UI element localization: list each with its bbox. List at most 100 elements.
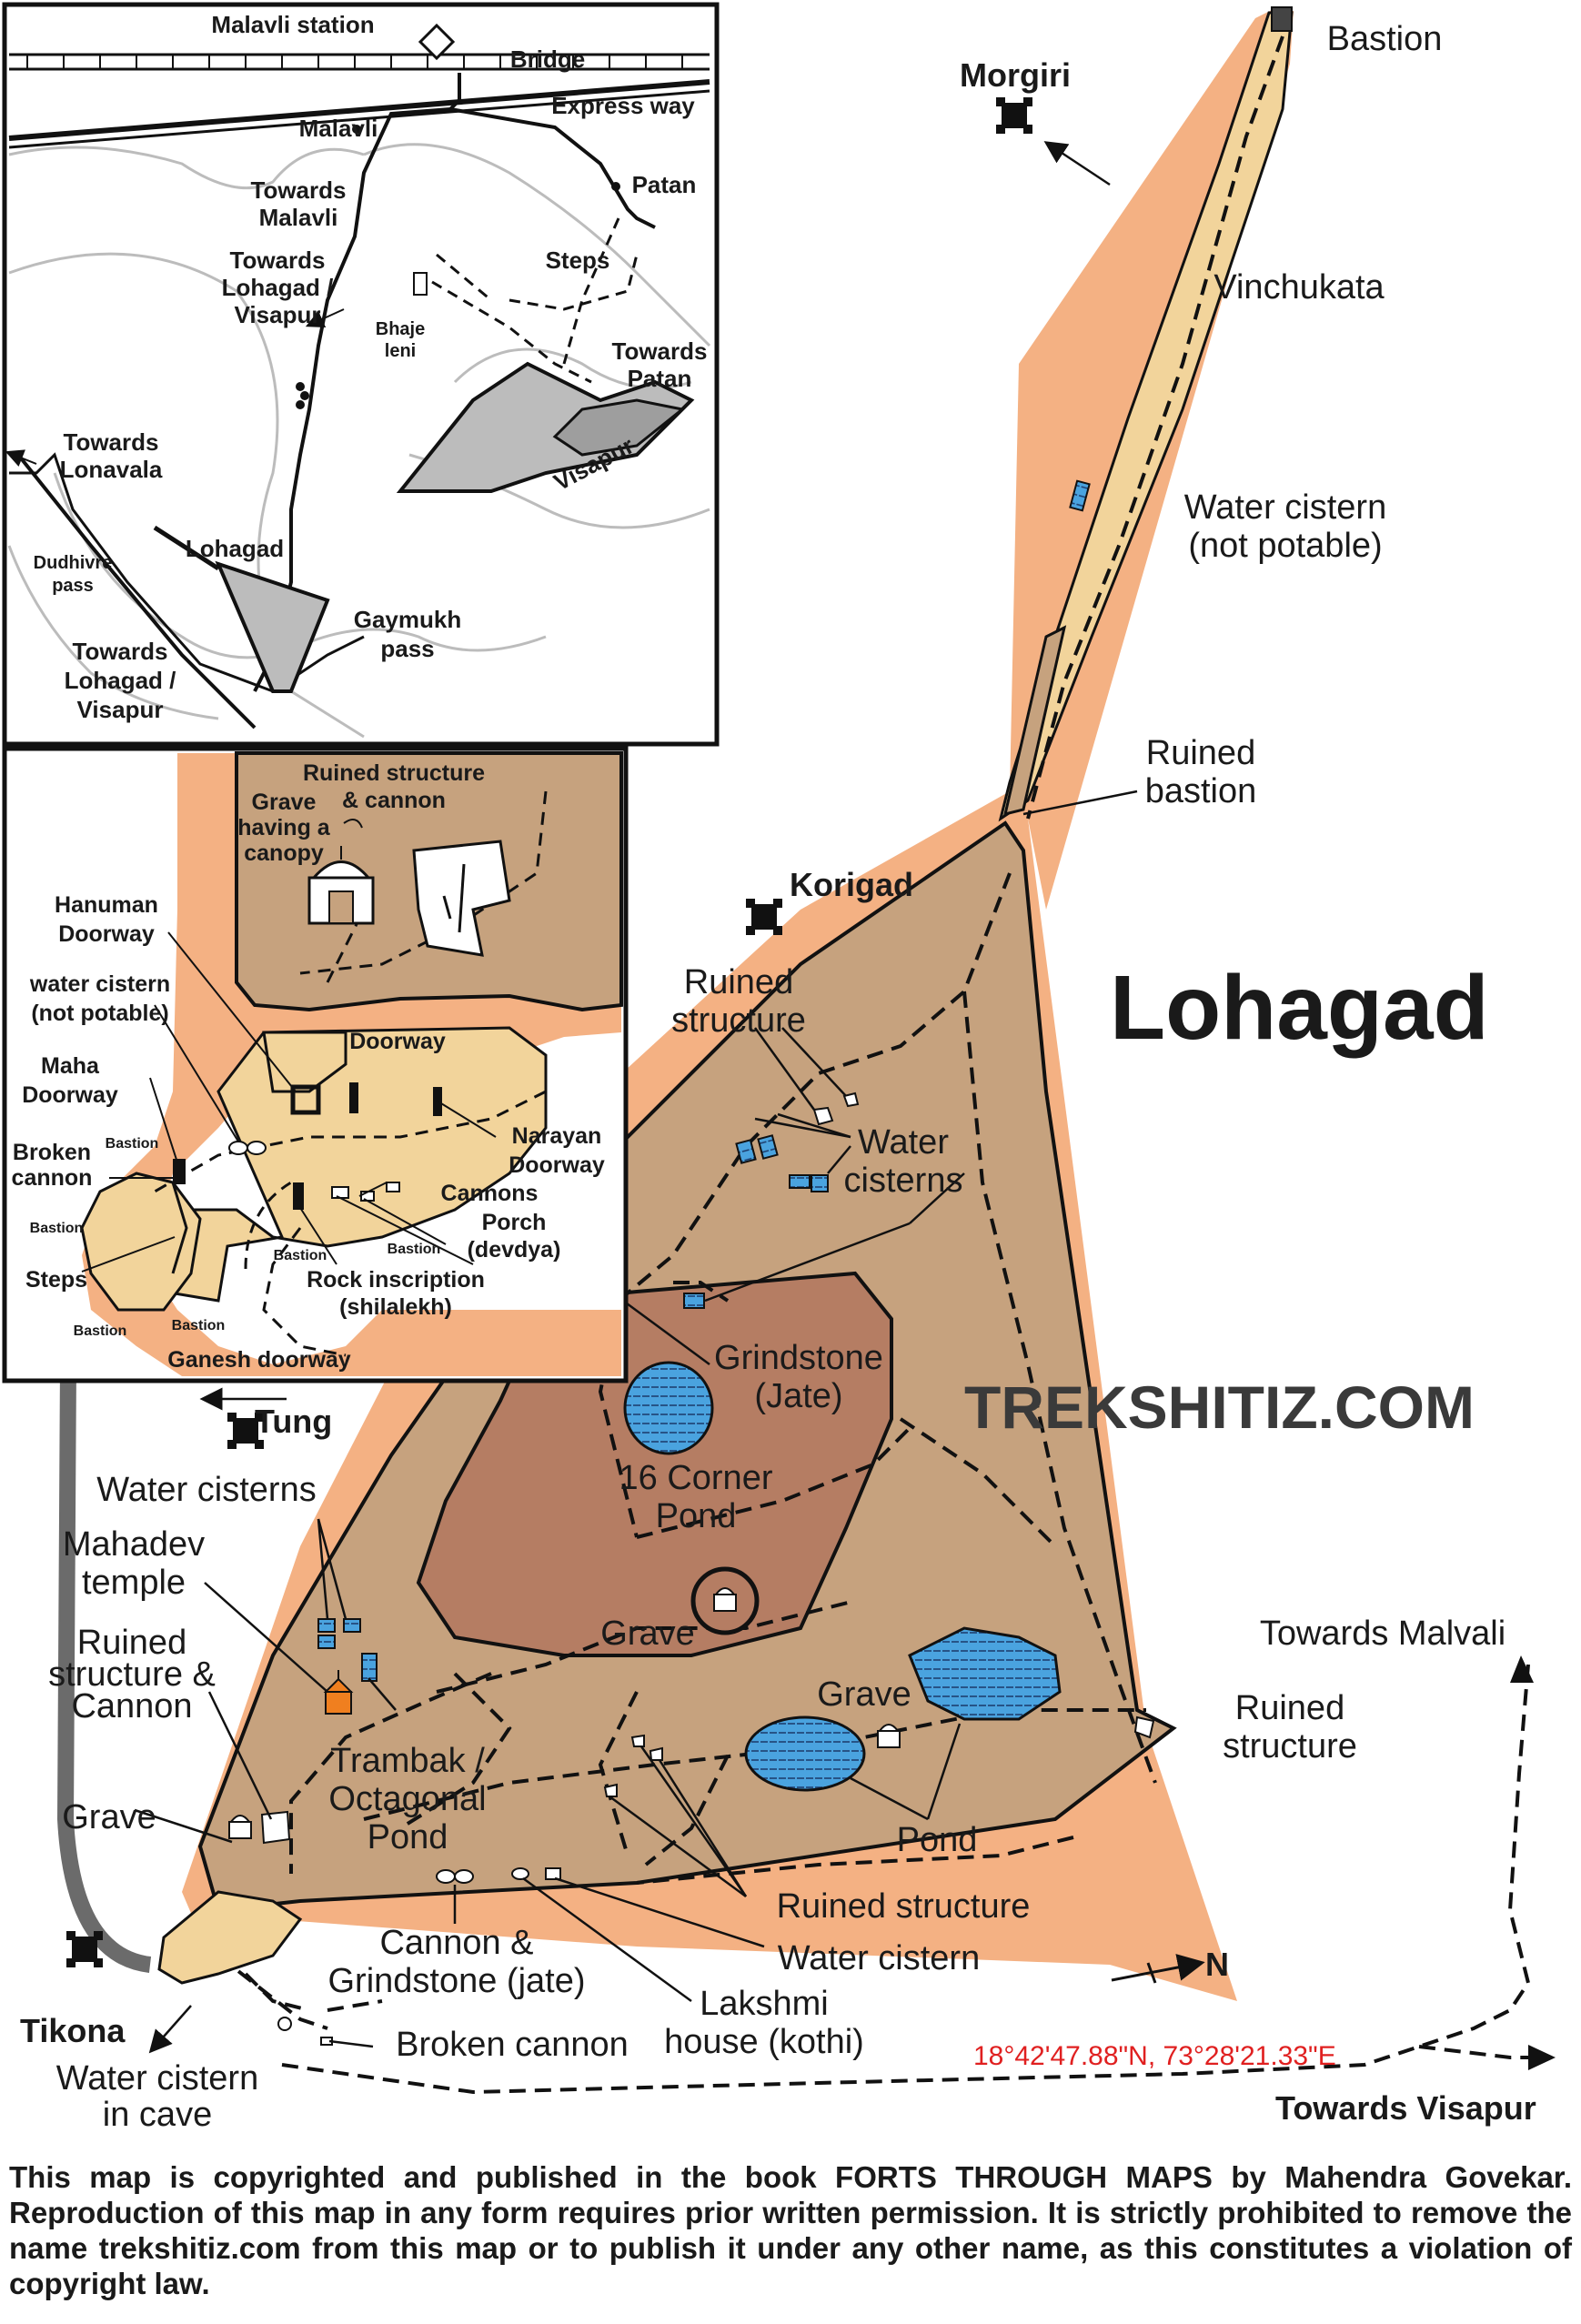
- label-towards-lv-2: Lohagad /: [222, 274, 334, 301]
- label-gaymukh-2: pass: [380, 635, 434, 662]
- label-towards-lv2: Towards: [73, 638, 168, 665]
- label-gaymukh: Gaymukh: [354, 606, 462, 633]
- label-ruined-structure-bottom: Ruined structure: [777, 1887, 1031, 1926]
- label-ruined-structure-right: Ruined: [1235, 1689, 1344, 1727]
- label-express-way: Express way: [551, 92, 695, 119]
- inset-to-entrance-arrow: [56, 1363, 152, 1973]
- label-bastion: Bastion: [1327, 20, 1443, 58]
- label-grave-center: Grave: [600, 1615, 694, 1653]
- label-bastion-inset-3: Bastion: [274, 1248, 327, 1263]
- label-steps: Steps: [546, 246, 610, 274]
- label-broken-cannon-inset: Broken: [13, 1140, 91, 1165]
- leader-lines: [134, 790, 1138, 2048]
- label-cannons: Cannons: [441, 1181, 539, 1206]
- label-tikona: Tikona: [20, 2012, 126, 2049]
- label-broken-cannon-inset-2: cannon: [12, 1165, 93, 1191]
- label-towards-lonavala-2: Lonavala: [60, 456, 163, 483]
- label-towards-patan: Towards: [612, 337, 708, 365]
- label-bastion-inset-1: Bastion: [106, 1136, 159, 1152]
- grave-icon: [713, 1587, 737, 1612]
- towards-visapur-arrowhead: [1528, 2045, 1556, 2070]
- sixteen-corner-pond: [623, 1361, 714, 1455]
- label-ruined-cannon: Ruined: [77, 1624, 186, 1662]
- grave-icon: [877, 1724, 901, 1748]
- label-ruined-bastion: Ruined: [1146, 734, 1255, 772]
- label-hanuman-2: Doorway: [58, 921, 155, 947]
- label-bastion-inset-4: Bastion: [388, 1242, 441, 1257]
- label-ruined-structure-right-2: structure: [1223, 1727, 1357, 1766]
- tikona-direction-arrow: [148, 2005, 192, 2054]
- label-grave-left: Grave: [62, 1798, 156, 1836]
- label-grave-canopy-2: having a: [237, 815, 331, 840]
- label-cannon-grindstone-2: Grindstone (jate): [327, 1962, 585, 2000]
- fort-icon-morgiri: [996, 97, 1032, 134]
- label-cannon-grindstone: Cannon &: [379, 1924, 533, 1962]
- label-ruined-structure-inset: Ruined structure: [303, 760, 485, 786]
- north-arrow-tick: [1146, 1962, 1157, 1984]
- ruined-structure-markers: [260, 1092, 1155, 1845]
- label-malavli: Malavli: [299, 115, 378, 142]
- fort-map: Bastion Vinchukata Water cistern (not po…: [2, 2, 1556, 2134]
- label-maha-doorway: Maha: [41, 1053, 100, 1079]
- label-towards-malavli: Towards: [251, 176, 347, 204]
- label-pond: Pond: [897, 1821, 978, 1859]
- label-water-cisterns-top: Water: [858, 1123, 949, 1162]
- label-bastion-inset-6: Bastion: [172, 1318, 226, 1333]
- label-tung: Tung: [255, 1403, 332, 1440]
- label-steps-inset: Steps: [25, 1267, 87, 1293]
- water-cistern-markers: [317, 479, 1091, 1682]
- label-bhaje: Bhaje: [376, 319, 425, 339]
- label-mahadev-2: temple: [82, 1564, 186, 1602]
- label-cistern-inset: water cistern: [29, 971, 170, 997]
- label-cave-cistern: Water cistern: [56, 2059, 258, 2098]
- fort-icon-tung: [227, 1413, 264, 1449]
- label-towards-lv2-3: Visapur: [77, 696, 164, 723]
- label-corner-pond-2: Pond: [656, 1497, 737, 1535]
- spur-plateau: [1002, 625, 1067, 817]
- inset-approach-map: [2, 2, 720, 747]
- label-patan: Patan: [632, 171, 697, 198]
- label-narayan-2: Doorway: [509, 1152, 605, 1178]
- label-water-cisterns-top-2: cisterns: [844, 1162, 963, 1200]
- cannon-markers: [277, 1867, 561, 2046]
- fort-icon-tikona: [66, 1931, 103, 1967]
- copyright-footer: This map is copyrighted and published in…: [0, 2147, 1581, 2324]
- label-ruined-structure-top: Ruined: [684, 963, 793, 1001]
- label-porch: Porch: [482, 1210, 547, 1235]
- label-cave-cistern-2: in cave: [103, 2096, 212, 2134]
- label-bhaje-2: leni: [385, 341, 416, 361]
- label-water-cistern-bottom: Water cistern: [778, 1939, 980, 1977]
- label-dudhivre: Dudhivre: [34, 553, 113, 573]
- label-narayan: Narayan: [512, 1123, 602, 1149]
- label-towards-visapur: Towards Visapur: [1275, 2089, 1536, 2127]
- label-cistern-inset-2: (not potable): [31, 1001, 168, 1026]
- big-pond: [908, 1626, 1062, 1721]
- label-bridge: Bridge: [510, 45, 585, 73]
- copyright-text: This map is copyrighted and published in…: [9, 2160, 1572, 2300]
- label-grave-canopy: Grave: [252, 790, 317, 815]
- label-ruined-bastion-2: bastion: [1145, 772, 1257, 810]
- towards-malvali-arrowhead: [1510, 1655, 1534, 1683]
- inset-entrance-map: [2, 746, 629, 1383]
- label-lakshmi-2: house (kothi): [664, 2023, 864, 2061]
- label-lakshmi: Lakshmi: [700, 1985, 829, 2023]
- mahadev-temple-icon: [323, 1670, 354, 1715]
- label-towards-lv-3: Visapur: [235, 301, 321, 328]
- label-grindstone-2: (Jate): [754, 1377, 842, 1415]
- label-vinchukata: Vinchukata: [1213, 268, 1385, 307]
- label-ganesh-doorway: Ganesh doorway: [167, 1347, 351, 1373]
- label-not-potable: (not potable): [1188, 527, 1382, 565]
- label-towards-lonavala: Towards: [64, 428, 159, 456]
- label-korigad: Korigad: [790, 866, 913, 903]
- label-maha-doorway-2: Doorway: [22, 1082, 118, 1108]
- label-grave-right: Grave: [817, 1675, 911, 1714]
- label-trambak-3: Pond: [368, 1818, 448, 1856]
- label-doorway: Doorway: [349, 1029, 446, 1054]
- label-corner-pond: 16 Corner: [619, 1459, 773, 1497]
- label-trambak: Trambak /: [330, 1742, 485, 1780]
- label-dudhivre-2: pass: [52, 576, 94, 596]
- label-water-cistern: Water cistern: [1184, 488, 1386, 527]
- watermark: TREKSHITIZ.COM: [964, 1373, 1475, 1441]
- coordinates: 18°42'47.88"N, 73°28'21.33"E: [973, 2041, 1336, 2071]
- label-towards-lv2-2: Lohagad /: [65, 667, 176, 694]
